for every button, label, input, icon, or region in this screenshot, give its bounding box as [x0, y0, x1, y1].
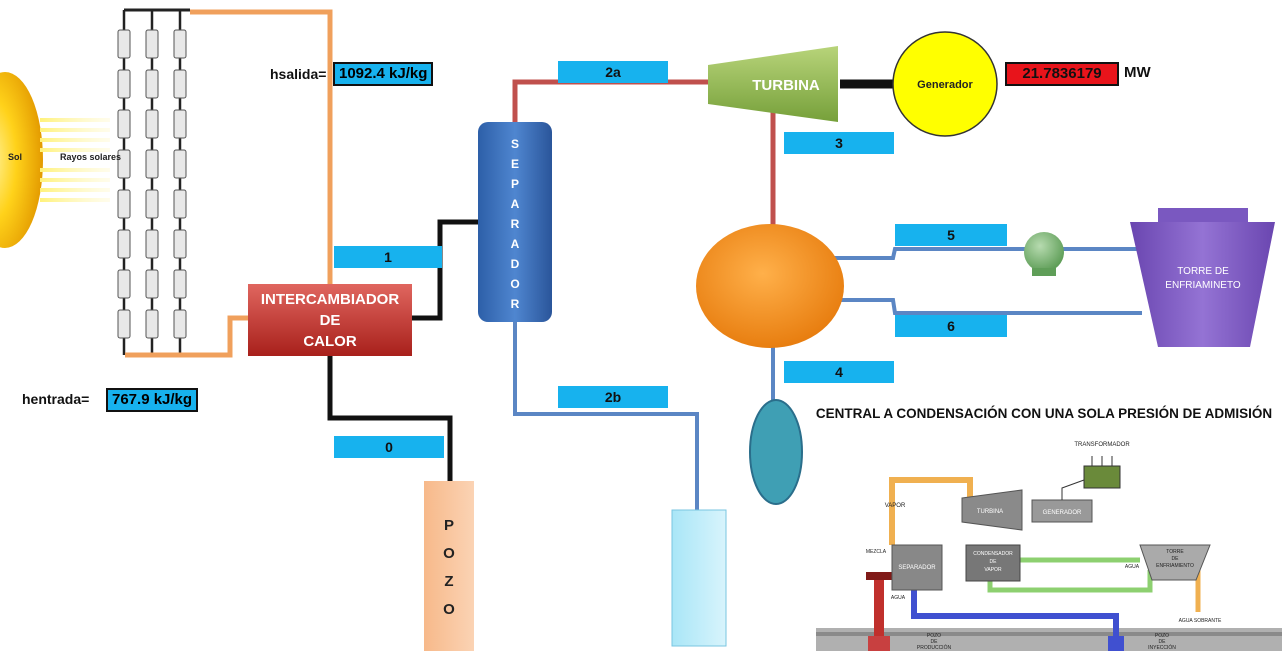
heat-exchanger — [248, 284, 412, 356]
stream-label-1: 1 — [334, 246, 442, 268]
condensate-tank — [749, 399, 803, 505]
stream-label-3: 3 — [784, 132, 894, 154]
stream-label-2b: 2b — [558, 386, 668, 408]
stream-label-2a: 2a — [558, 61, 668, 83]
separator-letter: R — [510, 217, 520, 231]
stream-label-0: 0 — [334, 436, 444, 458]
condenser — [696, 224, 844, 348]
ref-tower-3: ENFRIAMIENTO — [1156, 563, 1194, 569]
well-letter: O — [443, 545, 455, 562]
hot-fluid-loop — [125, 9, 333, 358]
cooling-tower — [1130, 208, 1275, 347]
stream-label-5: 5 — [895, 224, 1007, 246]
well-letter: O — [443, 601, 455, 618]
ref-inj-well-2: DE — [1159, 639, 1167, 645]
ref-prod-well-3: PRODUCCIÓN — [917, 644, 952, 651]
heat-exchanger-label-3: CALOR — [303, 333, 356, 350]
pump — [1024, 232, 1064, 276]
heat-exchanger-label-2: DE — [320, 312, 341, 329]
ref-generator: GENERADOR — [1043, 510, 1082, 516]
sun-label: Sol — [8, 152, 22, 162]
ref-surplus-water: AGUA SOBRANTE — [1179, 618, 1222, 624]
generator-power-unit: MW — [1124, 64, 1151, 81]
separator-letter: E — [510, 157, 519, 171]
reference-schematic — [816, 456, 1282, 651]
ref-condenser-2: DE — [990, 559, 998, 565]
separator-letter: D — [510, 257, 520, 271]
reference-title: CENTRAL A CONDENSACIÓN CON UNA SOLA PRES… — [816, 406, 1272, 421]
separator-letter: P — [510, 177, 519, 191]
separator-letter: A — [510, 237, 520, 251]
ref-water-2: AGUA — [891, 595, 906, 601]
production-well — [424, 481, 474, 651]
ref-condenser-3: VAPOR — [984, 567, 1002, 573]
turbine-label: TURBINA — [752, 77, 820, 94]
sun — [0, 72, 43, 248]
separator-letter: A — [510, 197, 520, 211]
stream-label-6: 6 — [895, 315, 1007, 337]
separator-letter: R — [510, 297, 520, 311]
ref-prod-well-1: POZO — [927, 633, 941, 639]
reinjection-tank — [671, 509, 727, 647]
enthalpy-out-prefix: hsalida= — [270, 66, 327, 82]
ref-prod-well-2: DE — [931, 639, 939, 645]
cooling-tower-label-1: TORRE DE — [1177, 266, 1229, 277]
generator-power-value: 21.7836179 — [1005, 62, 1119, 86]
ref-transformer: TRANSFORMADOR — [1074, 442, 1130, 448]
ref-separator: SEPARADOR — [898, 565, 936, 571]
stream-label-4: 4 — [784, 361, 894, 383]
generator-label: Generador — [917, 79, 973, 91]
ref-turbine: TURBINA — [977, 509, 1003, 515]
brine-lines — [327, 79, 895, 484]
rays-label: Rayos solares — [60, 152, 121, 162]
heat-exchanger-label-1: INTERCAMBIADOR — [261, 291, 399, 308]
solar-rays — [40, 118, 110, 202]
ref-vapor: VAPOR — [885, 503, 906, 509]
solar-collector-array — [117, 8, 190, 355]
cooling-tower-label-2: ENFRIAMINETO — [1165, 280, 1241, 291]
enthalpy-in-value: 767.9 kJ/kg — [106, 388, 199, 412]
well-letter: Z — [444, 573, 454, 590]
generator-circle — [892, 31, 998, 137]
ref-tower-1: TORRE — [1166, 549, 1184, 555]
ref-water: AGUA — [1125, 564, 1140, 570]
separator-letter: S — [510, 137, 519, 151]
turbine-body — [708, 46, 838, 122]
enthalpy-in-prefix: hentrada= — [22, 391, 90, 407]
ref-tower-2: DE — [1172, 556, 1180, 562]
separator-letter: O — [510, 277, 520, 291]
enthalpy-out-value: 1092.4 kJ/kg — [333, 62, 434, 86]
separator-vessel — [478, 122, 552, 322]
well-letter: P — [443, 517, 454, 534]
ref-inj-well-1: POZO — [1155, 633, 1169, 639]
ref-condenser-1: CONDENSADOR — [973, 551, 1013, 557]
ref-mixture: MEZCLA — [866, 549, 887, 555]
ref-inj-well-3: INYECCIÓN — [1148, 644, 1176, 651]
